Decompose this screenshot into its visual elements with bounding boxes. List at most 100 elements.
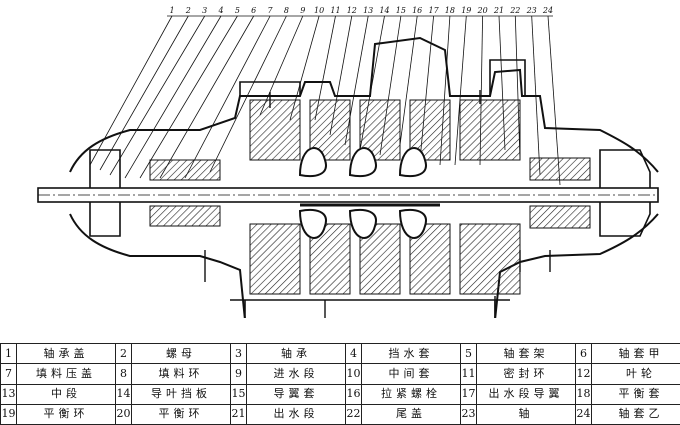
impeller-passages: [298, 147, 427, 239]
part-number-cell: 2: [115, 342, 132, 365]
part-number-cell: 6: [575, 342, 592, 365]
left-bearing-housing: [89, 149, 121, 237]
base-foot: [230, 299, 510, 318]
part-name-cell: 中段: [16, 383, 116, 405]
callout-number: 12: [347, 6, 357, 15]
callout-number: 8: [284, 6, 289, 15]
lower-stage-block-5: [459, 223, 521, 295]
right-bearing-housing: [599, 149, 651, 237]
part-name-cell: 螺母: [131, 342, 231, 365]
part-name-cell: 填料环: [131, 363, 231, 385]
part-number-cell: 10: [345, 363, 362, 385]
part-number-cell: 20: [115, 403, 132, 425]
part-number-cell: 11: [460, 363, 477, 385]
callout-number: 19: [461, 6, 471, 15]
part-name-cell: 轴套甲: [591, 342, 680, 365]
callout-number: 24: [542, 6, 553, 15]
part-name-cell: 轴套乙: [591, 403, 680, 425]
upper-stage-block-5: [459, 99, 521, 161]
part-name-cell: 进水段: [246, 363, 346, 385]
part-number-cell: 23: [460, 403, 477, 425]
part-number-cell: 13: [0, 383, 17, 405]
callout-number: 18: [445, 6, 455, 15]
callout-number: 16: [412, 6, 422, 15]
callout-number: 1: [169, 6, 174, 15]
part-number-cell: 4: [345, 342, 362, 365]
callout-number: 15: [396, 6, 406, 15]
part-number-cell: 12: [575, 363, 592, 385]
callout-number: 4: [217, 6, 223, 15]
callout-number: 22: [509, 6, 520, 15]
callout-number: 20: [477, 6, 488, 15]
upper-stage-block-1: [249, 99, 301, 161]
part-name-cell: 叶轮: [591, 363, 680, 385]
part-number-cell: 3: [230, 342, 247, 365]
part-name-cell: 轴承盖: [16, 342, 116, 365]
part-number-cell: 5: [460, 342, 477, 365]
callout-number: 23: [526, 6, 537, 15]
callout-number: 10: [314, 6, 324, 15]
callout-number: 3: [202, 6, 207, 15]
callout-leader-line: [109, 15, 206, 176]
part-name-cell: 拉紧螺栓: [361, 383, 461, 405]
callout-leader-line: [454, 15, 467, 166]
part-number-cell: 9: [230, 363, 247, 385]
callout-number: 2: [185, 6, 191, 15]
part-number-cell: 15: [230, 383, 247, 405]
part-number-cell: 8: [115, 363, 132, 385]
part-name-cell: 尾盖: [361, 403, 461, 425]
lower-stage-block-1: [249, 223, 301, 295]
part-number-cell: 18: [575, 383, 592, 405]
casing-lower-outline: [69, 213, 659, 318]
part-name-cell: 填料压盖: [16, 363, 116, 385]
part-name-cell: 轴套架: [476, 342, 576, 365]
callout-leader-line: [184, 15, 271, 179]
callout-leader-line: [259, 15, 304, 116]
callout-leader-line: [139, 15, 238, 179]
callout-number: 14: [379, 6, 389, 15]
part-name-cell: 导叶挡板: [131, 383, 231, 405]
part-name-cell: 轴承: [246, 342, 346, 365]
right-balance-housing-lower: [529, 205, 591, 229]
callout-number: 17: [429, 6, 440, 15]
callout-number: 21: [493, 6, 504, 15]
right-balance-housing: [529, 157, 591, 181]
part-name-cell: 轴: [476, 403, 576, 425]
part-name-cell: 出水段导翼: [476, 383, 576, 405]
callout-number: 13: [363, 6, 373, 15]
callout-number: 6: [251, 6, 256, 15]
callout-number: 5: [235, 6, 240, 15]
callout-number: 11: [330, 6, 340, 15]
part-name-cell: 密封环: [476, 363, 576, 385]
part-number-cell: 17: [460, 383, 477, 405]
main-shaft: [37, 187, 659, 207]
inlet-flange: [239, 81, 301, 96]
casing-upper-outline: [69, 36, 659, 173]
part-name-cell: 平衡套: [591, 383, 680, 405]
callout-leader-line: [99, 15, 189, 171]
part-number-cell: 22: [345, 403, 362, 425]
bolts: [204, 90, 551, 318]
callout-leader-line: [209, 15, 287, 173]
part-number-cell: 7: [0, 363, 17, 385]
part-number-cell: 14: [115, 383, 132, 405]
left-seal-housing: [149, 159, 221, 181]
part-name-cell: 导翼套: [246, 383, 346, 405]
callout-leader-line: [124, 15, 222, 179]
part-name-cell: 平衡环: [131, 403, 231, 425]
part-number-cell: 19: [0, 403, 17, 425]
left-seal-housing-lower: [149, 205, 221, 227]
callout-leader-line: [159, 15, 255, 179]
outlet-flange: [489, 59, 526, 96]
part-name-cell: 平衡环: [16, 403, 116, 425]
callout-number: 7: [268, 6, 274, 15]
part-number-cell: 16: [345, 383, 362, 405]
part-number-cell: 24: [575, 403, 592, 425]
callout-number: 9: [300, 6, 305, 15]
